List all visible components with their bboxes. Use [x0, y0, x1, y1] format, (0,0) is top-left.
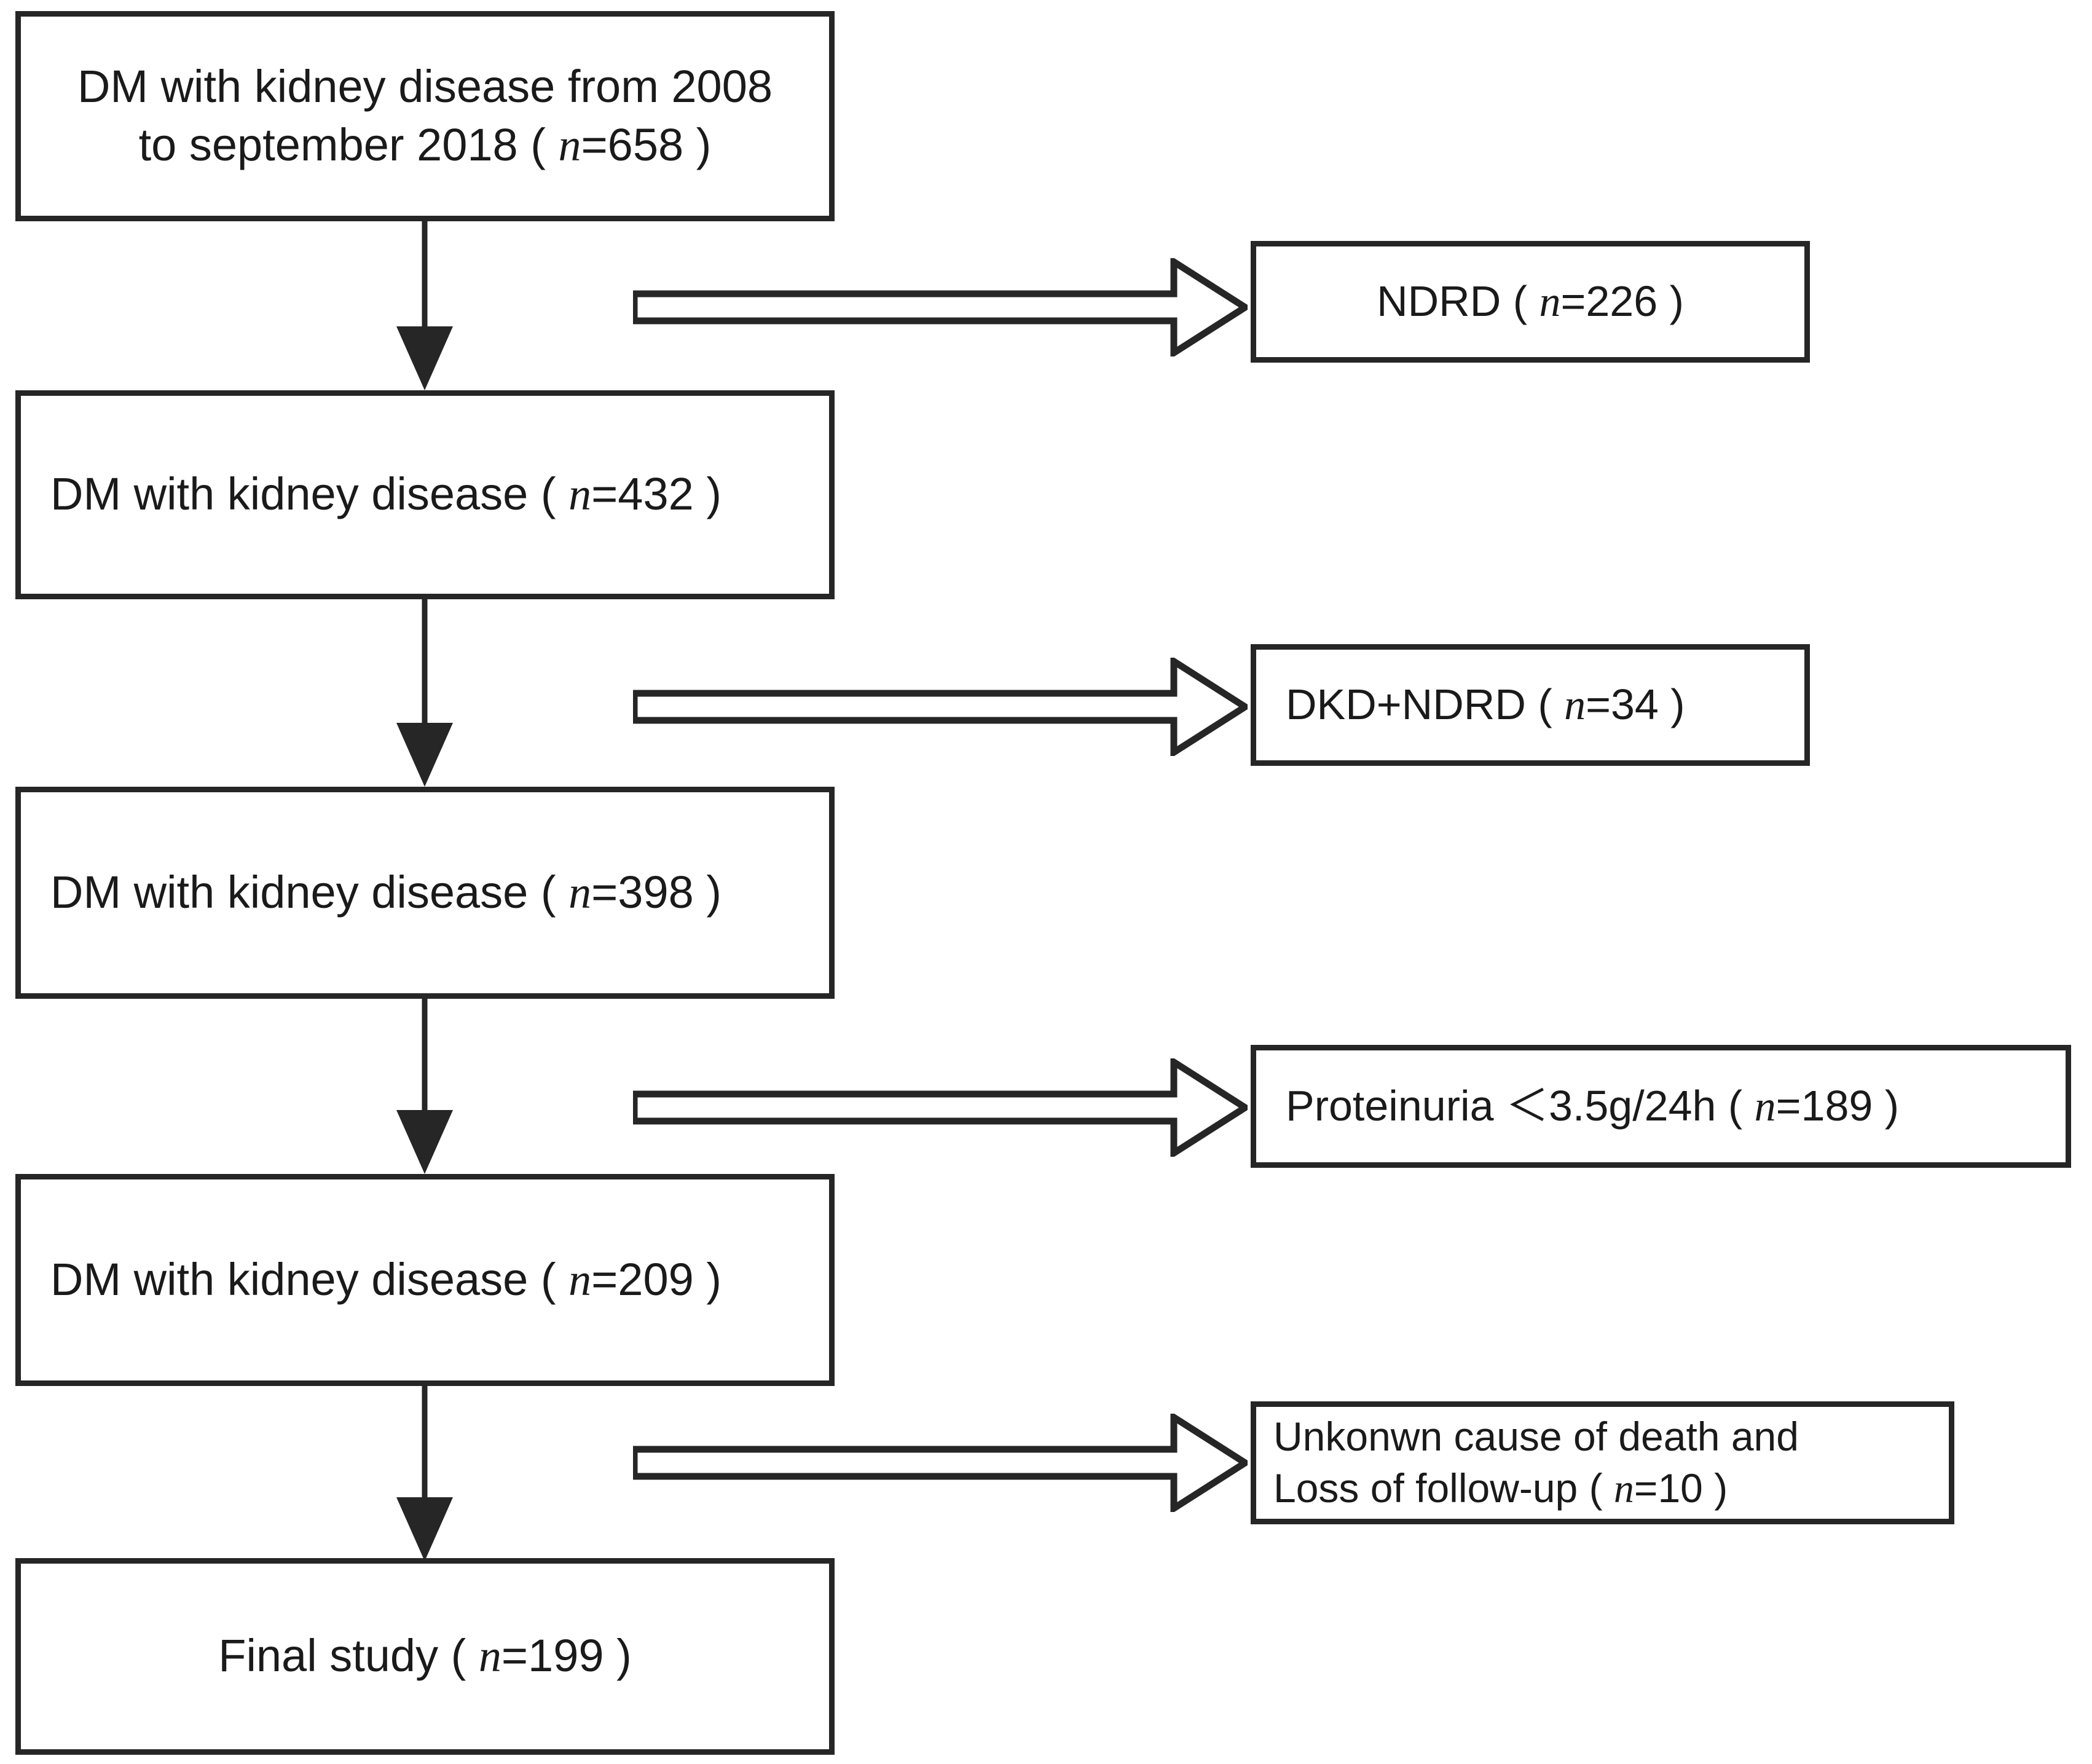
n-italic: n	[558, 120, 581, 171]
connector-arrowhead	[396, 326, 453, 390]
node-enrolled: DM with kidney disease from 2008 to sept…	[15, 11, 835, 221]
branch-arrow-unknown-death-loss	[633, 1414, 1248, 1512]
node-after-proteinuria-text: DM with kidney disease ( n=209 )	[50, 1253, 722, 1305]
node-after-dkd-ndrd: DM with kidney disease ( n=398 )	[15, 787, 835, 999]
node-ndrd-text: NDRD ( n=226 )	[1377, 277, 1684, 326]
connector-stem	[422, 1386, 428, 1500]
branch-arrow-proteinuria	[633, 1058, 1248, 1157]
n-italic: n	[1539, 278, 1561, 326]
n-italic: n	[478, 1631, 501, 1682]
node-final-study-text: Final study ( n=199 )	[218, 1630, 632, 1682]
n-italic: n	[1754, 1082, 1776, 1130]
node-ndrd: NDRD ( n=226 )	[1251, 241, 1810, 363]
node-dkd-plus-ndrd: DKD+NDRD ( n=34 )	[1251, 644, 1810, 766]
connector-stem	[422, 221, 428, 329]
connector-arrow-1	[396, 221, 453, 390]
node-after-proteinuria: DM with kidney disease ( n=209 )	[15, 1174, 835, 1386]
n-italic: n	[568, 470, 592, 521]
node-dkd-plus-ndrd-text: DKD+NDRD ( n=34 )	[1286, 680, 1685, 729]
node-after-dkd-ndrd-text: DM with kidney disease ( n=398 )	[50, 866, 722, 918]
n-italic: n	[1564, 681, 1586, 729]
node-unknown-death-loss: Unkonwn cause of death and Loss of follo…	[1251, 1401, 1954, 1524]
node-final-study: Final study ( n=199 )	[15, 1558, 835, 1755]
connector-arrow-4	[396, 1386, 453, 1561]
connector-arrow-2	[396, 599, 453, 787]
connector-arrowhead	[396, 1110, 453, 1174]
branch-arrow-ndrd	[633, 258, 1248, 356]
connector-arrowhead	[396, 723, 453, 787]
node-proteinuria-text: Proteinuria ＜3.5g/24h ( n=189 )	[1286, 1081, 1900, 1130]
n-italic: n	[568, 1254, 592, 1305]
node-proteinuria: Proteinuria ＜3.5g/24h ( n=189 )	[1251, 1045, 2071, 1168]
n-italic: n	[568, 867, 592, 918]
node-unknown-death-loss-text: Unkonwn cause of death and Loss of follo…	[1273, 1413, 1799, 1511]
node-after-ndrd: DM with kidney disease ( n=432 )	[15, 390, 835, 599]
block-arrow-icon	[633, 1058, 1248, 1157]
connector-stem	[422, 599, 428, 725]
node-enrolled-text: DM with kidney disease from 2008 to sept…	[77, 60, 773, 171]
block-arrow-icon	[633, 258, 1248, 356]
branch-arrow-dkd-ndrd	[633, 658, 1248, 756]
node-after-ndrd-text: DM with kidney disease ( n=432 )	[50, 468, 722, 521]
connector-arrowhead	[396, 1497, 453, 1561]
connector-arrow-3	[396, 999, 453, 1174]
block-arrow-icon	[633, 658, 1248, 756]
n-italic: n	[1613, 1467, 1634, 1511]
block-arrow-icon	[633, 1414, 1248, 1512]
connector-stem	[422, 999, 428, 1112]
